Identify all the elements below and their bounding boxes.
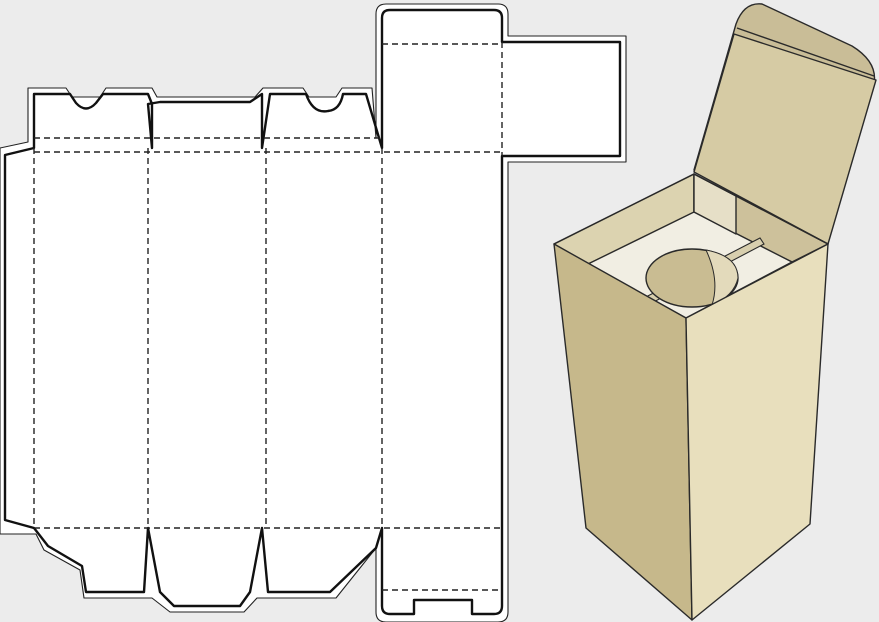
lid-crease [736, 27, 875, 77]
dieline-cut-line [3, 8, 622, 616]
box-rim-edge [553, 173, 695, 245]
assembled-box [553, 3, 877, 621]
box-right-face [685, 243, 829, 621]
bottle-hole-shadow [705, 249, 739, 306]
box-rim-edge [693, 173, 829, 245]
box-dieline [0, 3, 627, 622]
dieline-outer-outline [0, 3, 627, 622]
